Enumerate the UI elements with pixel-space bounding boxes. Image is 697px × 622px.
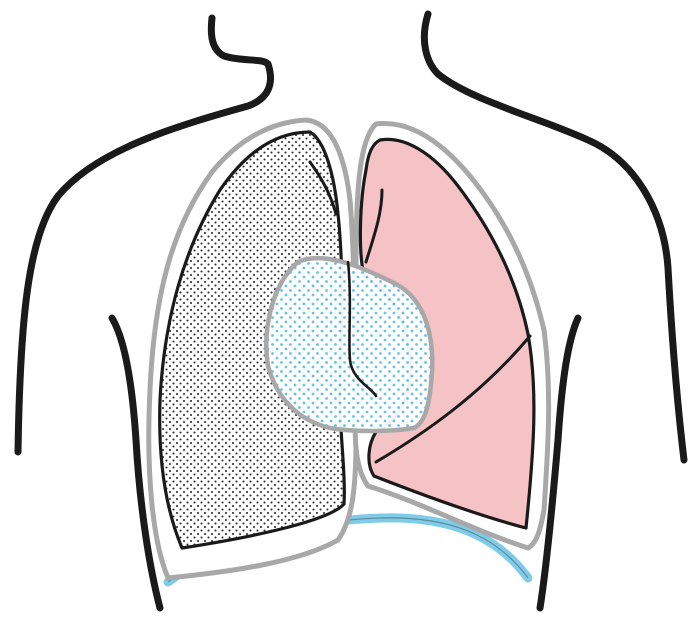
neck-left-line	[211, 18, 268, 64]
